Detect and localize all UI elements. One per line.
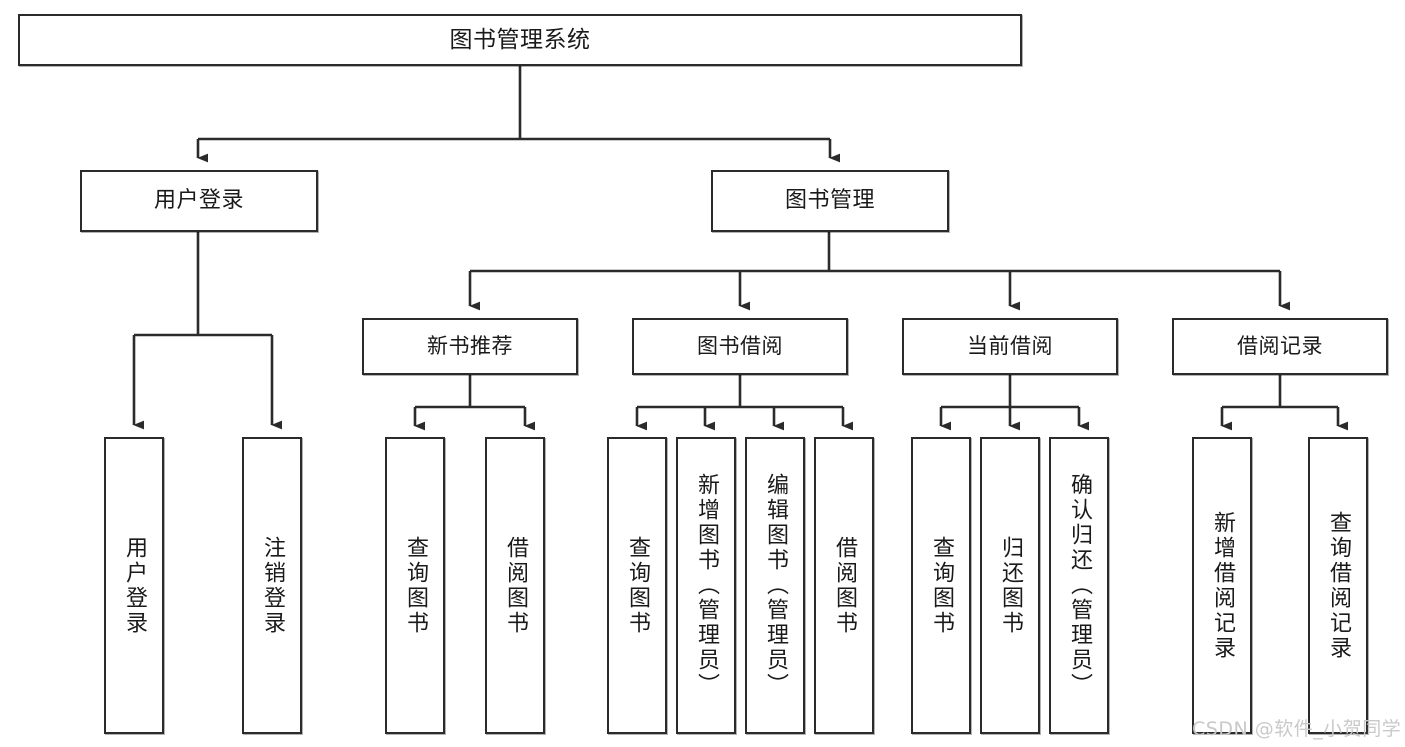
node-label: 注销登录 (259, 535, 285, 636)
node-label: 借阅图书 (502, 535, 528, 636)
node-leaf-user-login[interactable]: 用户登录 (104, 437, 164, 734)
watermark-text: CSDN @软件_小贺同学 (1192, 718, 1402, 740)
node-leaf-add-book[interactable]: 新增图书（管理员） (676, 437, 736, 734)
node-label: 查询图书 (402, 535, 428, 636)
node-label: 图书借阅 (697, 334, 783, 359)
node-leaf-query-record[interactable]: 查询借阅记录 (1308, 437, 1368, 734)
node-label: 借阅记录 (1237, 334, 1323, 359)
node-leaf-edit-book[interactable]: 编辑图书（管理员） (745, 437, 805, 734)
node-label: 图书管理系统 (449, 26, 591, 53)
node-user-login[interactable]: 用户登录 (80, 170, 318, 232)
node-leaf-logout-login[interactable]: 注销登录 (242, 437, 302, 734)
node-label: 查询图书 (928, 535, 954, 636)
node-book-management[interactable]: 图书管理 (711, 170, 949, 232)
node-label: 编辑图书（管理员） (762, 473, 788, 698)
node-leaf-add-record[interactable]: 新增借阅记录 (1192, 437, 1252, 734)
node-label: 查询图书 (624, 535, 650, 636)
node-leaf-borrow-book-2[interactable]: 借阅图书 (814, 437, 874, 734)
node-leaf-confirm-return[interactable]: 确认归还（管理员） (1049, 437, 1109, 734)
node-label: 新增借阅记录 (1209, 510, 1235, 661)
node-label: 查询借阅记录 (1325, 510, 1351, 661)
node-book-borrow[interactable]: 图书借阅 (632, 318, 848, 375)
node-leaf-query-book-2[interactable]: 查询图书 (607, 437, 667, 734)
node-leaf-query-book-3[interactable]: 查询图书 (911, 437, 971, 734)
node-label: 当前借阅 (967, 334, 1053, 359)
node-label: 归还图书 (997, 535, 1023, 636)
node-label: 借阅图书 (831, 535, 857, 636)
node-new-book-recommend[interactable]: 新书推荐 (362, 318, 578, 375)
node-label: 新增图书（管理员） (693, 473, 719, 698)
node-leaf-query-book-1[interactable]: 查询图书 (385, 437, 445, 734)
node-label: 用户登录 (121, 535, 147, 636)
node-label: 确认归还（管理员） (1066, 473, 1092, 698)
node-borrow-record[interactable]: 借阅记录 (1172, 318, 1388, 375)
node-label: 用户登录 (153, 188, 244, 214)
node-leaf-return-book[interactable]: 归还图书 (980, 437, 1040, 734)
node-leaf-borrow-book-1[interactable]: 借阅图书 (485, 437, 545, 734)
node-current-borrow[interactable]: 当前借阅 (902, 318, 1118, 375)
node-root-system[interactable]: 图书管理系统 (18, 14, 1022, 66)
node-label: 图书管理 (784, 188, 875, 214)
node-label: 新书推荐 (427, 334, 513, 359)
